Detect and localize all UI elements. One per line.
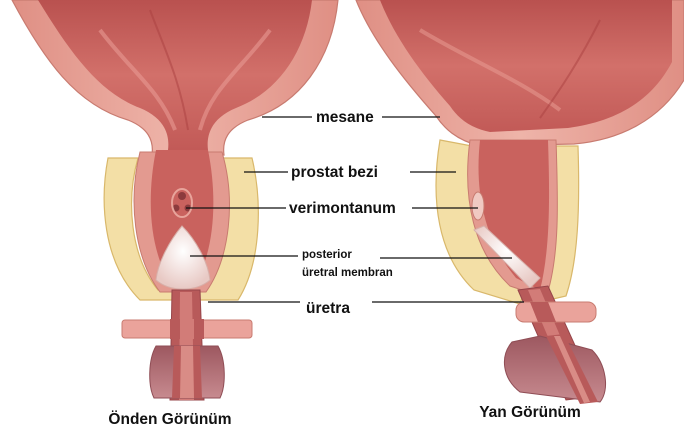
front-verumontanum-dot	[178, 192, 186, 200]
front-diaphragm-lumen	[180, 319, 194, 339]
labels: mesane prostat bezi verimontanum posteri…	[289, 109, 396, 317]
side-view	[356, 0, 684, 404]
side-verumontanum	[472, 192, 484, 220]
label-prostate: prostat bezi	[291, 164, 378, 181]
label-bladder: mesane	[316, 109, 374, 126]
label-verumontanum: verimontanum	[289, 200, 396, 217]
caption-front-view: Önden Görünüm	[108, 411, 231, 428]
front-sphincter-lumen	[180, 346, 194, 398]
label-membrane-line2: üretral membran	[302, 267, 393, 279]
label-membrane-line1: posterior	[302, 249, 352, 261]
label-urethra: üretra	[306, 300, 350, 317]
caption-side-view: Yan Görünüm	[479, 404, 581, 421]
side-diaphragm	[516, 302, 596, 322]
